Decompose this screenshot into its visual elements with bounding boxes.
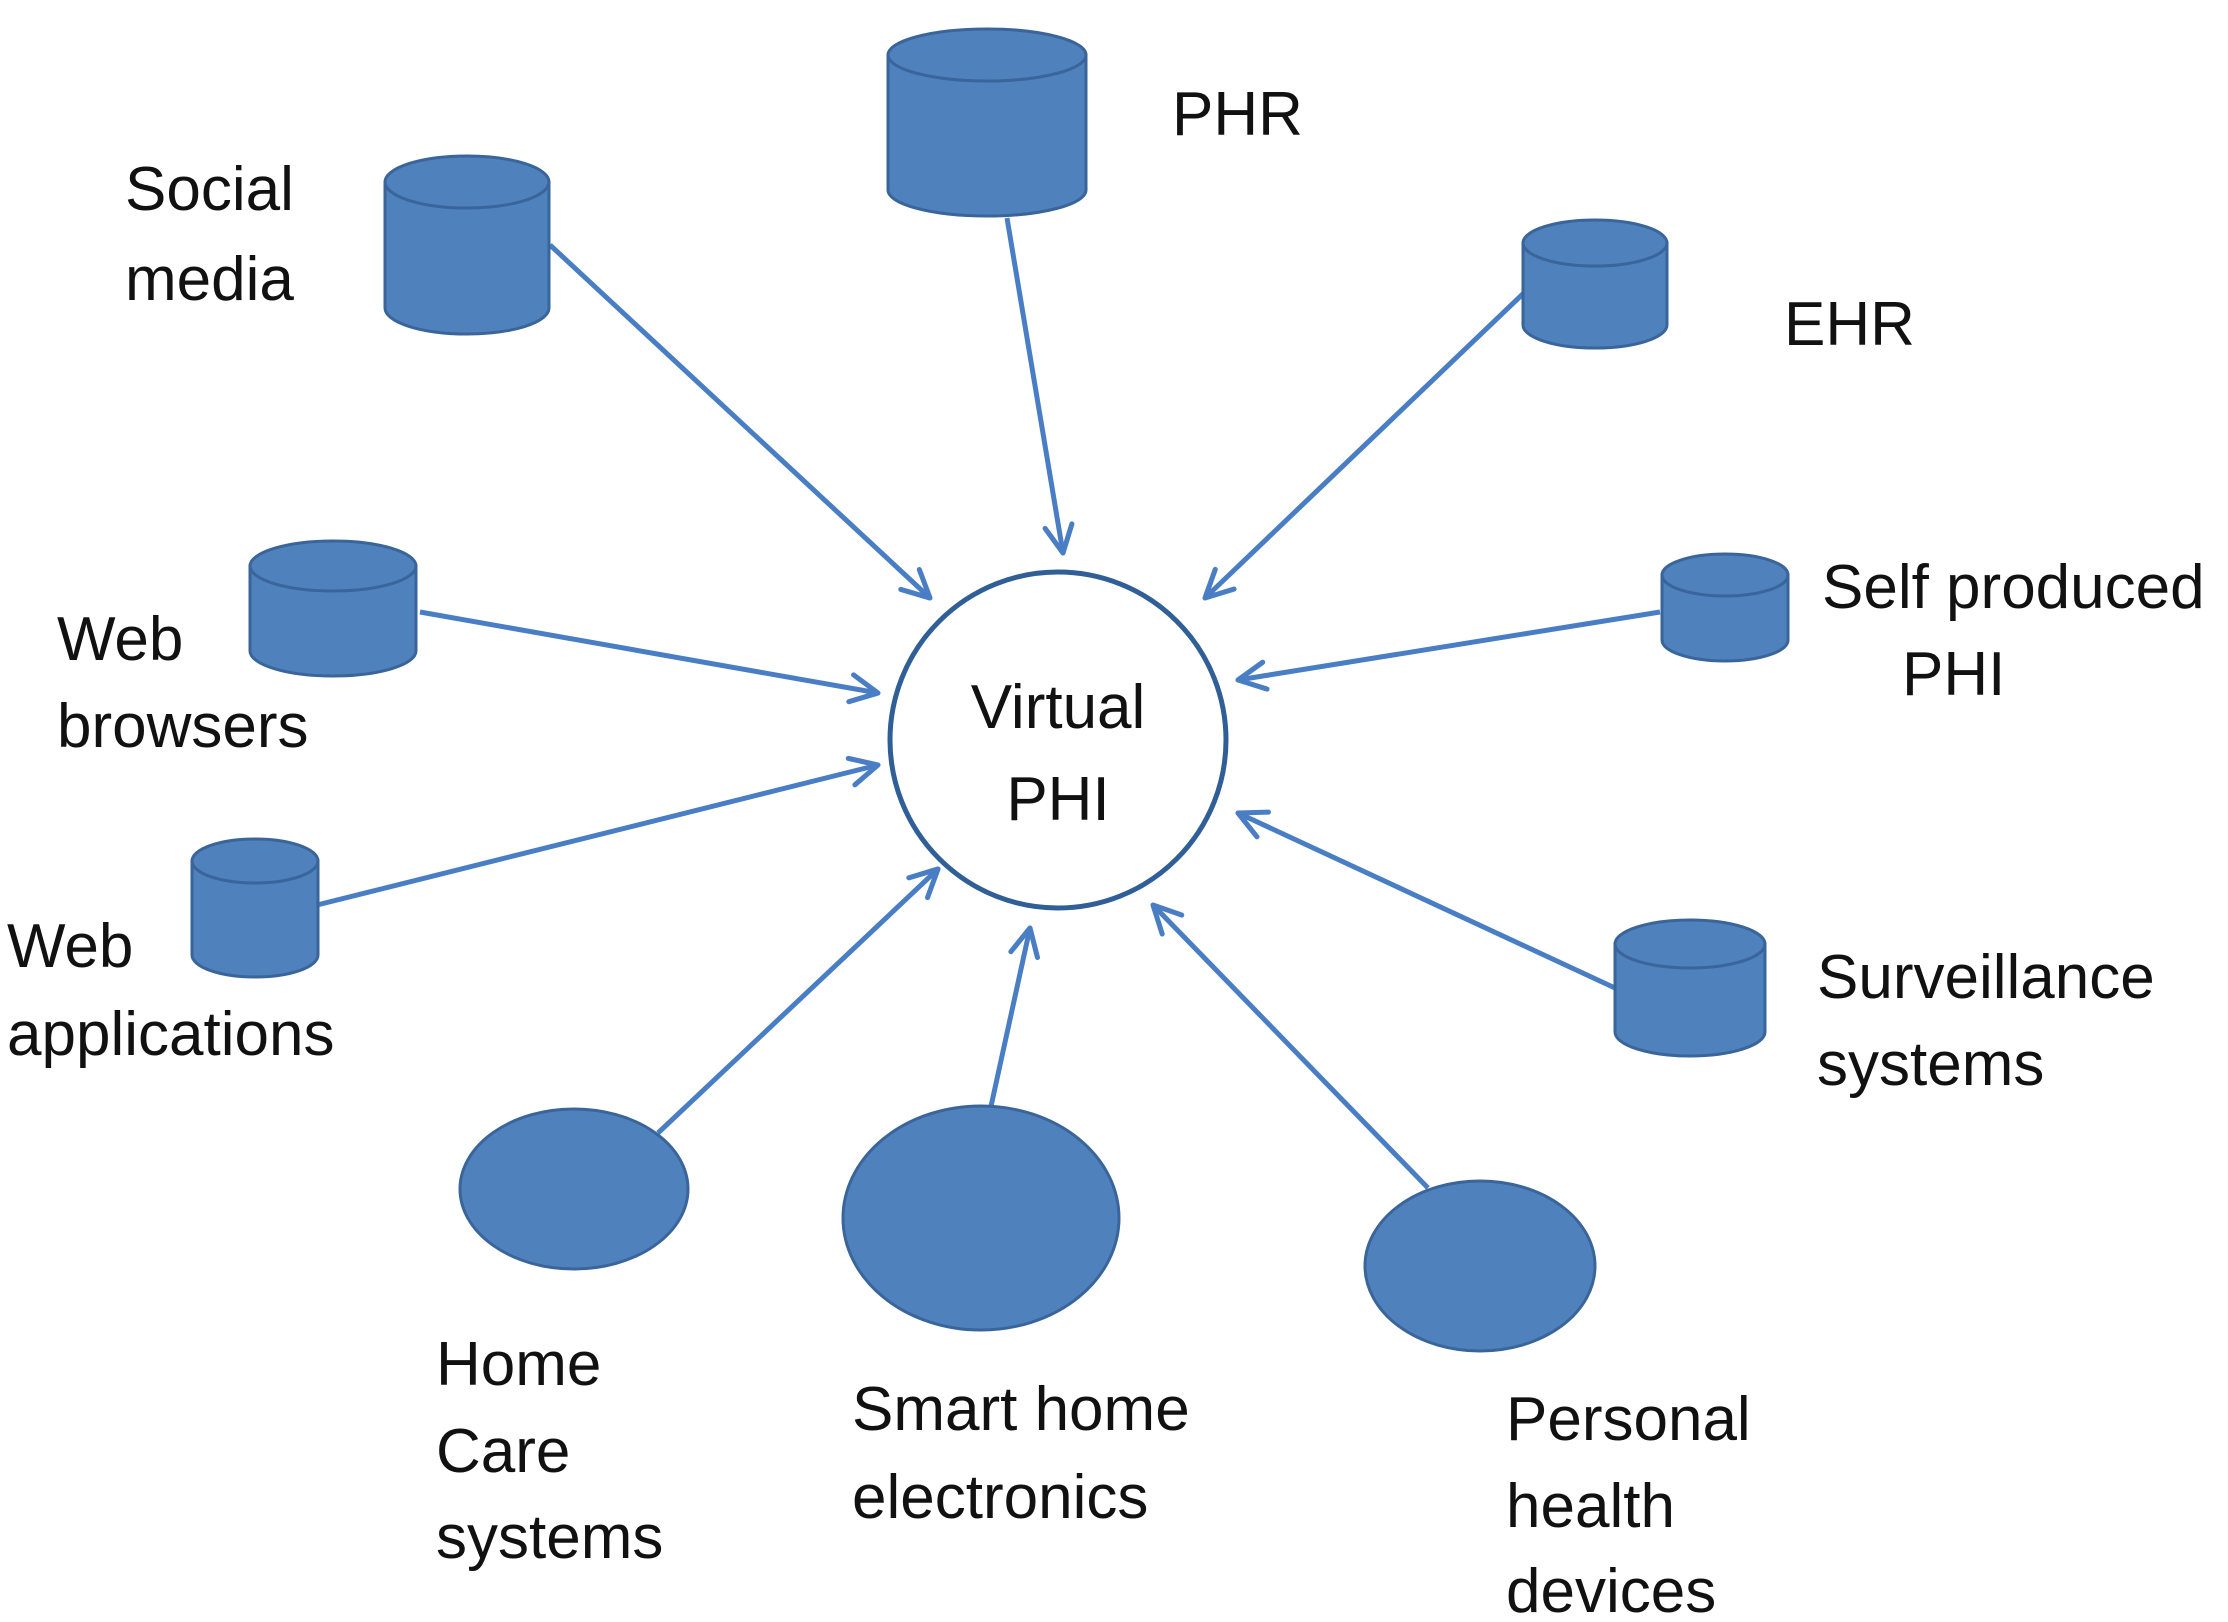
- surveillance-label-line1: Surveillance: [1817, 943, 2155, 1012]
- arrow-ehr: [1202, 287, 1530, 601]
- web-applications-database-icon: [190, 837, 320, 979]
- arrow-social-media: [548, 243, 933, 601]
- smart-home-label-line2: electronics: [852, 1463, 1148, 1532]
- personal-health-label-line2: health: [1506, 1472, 1675, 1541]
- home-care-device-icon: [458, 1107, 690, 1271]
- arrow-home-care: [656, 866, 941, 1135]
- virtual-phi-label-line1: Virtual: [971, 673, 1146, 742]
- arrow-personal-health: [1150, 902, 1430, 1190]
- web-browsers-database-icon: [248, 539, 418, 678]
- virtual-phi-node: Virtual PHI: [887, 569, 1229, 911]
- smart-home-device-icon: [841, 1104, 1121, 1332]
- web-browsers-label-line1: Web: [57, 605, 183, 674]
- web-browsers-label-line2: browsers: [57, 692, 309, 761]
- ehr-database-icon: [1521, 218, 1669, 350]
- self-produced-label-line2: PHI: [1902, 640, 2005, 709]
- phr-database-icon: [886, 27, 1088, 218]
- arrow-surveillance: [1235, 809, 1617, 991]
- personal-health-label-line1: Personal: [1506, 1385, 1751, 1454]
- surveillance-systems-database-icon: [1613, 918, 1767, 1058]
- personal-health-label-line3: devices: [1506, 1557, 1716, 1622]
- self-produced-label-line1: Self produced: [1822, 553, 2205, 622]
- web-applications-label-line1: Web: [7, 912, 133, 981]
- web-applications-label-line2: applications: [7, 1000, 334, 1069]
- phr-label: PHR: [1172, 80, 1303, 149]
- home-care-label-line3: systems: [436, 1503, 663, 1572]
- personal-health-device-icon: [1363, 1179, 1597, 1353]
- smart-home-label-line1: Smart home: [852, 1375, 1190, 1444]
- home-care-label-line2: Care: [436, 1417, 570, 1486]
- ehr-label: EHR: [1784, 290, 1915, 359]
- virtual-phi-circle: [887, 569, 1229, 911]
- self-produced-phi-database-icon: [1660, 552, 1790, 663]
- social-media-label-line2: media: [125, 245, 294, 314]
- arrow-smart-home: [985, 925, 1041, 1121]
- home-care-label-line1: Home: [436, 1330, 601, 1399]
- surveillance-label-line2: systems: [1817, 1030, 2044, 1099]
- arrow-phr: [1004, 217, 1075, 556]
- arrow-self-produced: [1235, 609, 1661, 692]
- arrow-web-applications: [312, 755, 881, 909]
- arrow-web-browsers: [419, 609, 881, 705]
- arrows: [312, 217, 1661, 1190]
- virtual-phi-label-line2: PHI: [1006, 765, 1109, 834]
- social-media-database-icon: [383, 154, 551, 336]
- social-media-label-line1: Social: [125, 155, 294, 224]
